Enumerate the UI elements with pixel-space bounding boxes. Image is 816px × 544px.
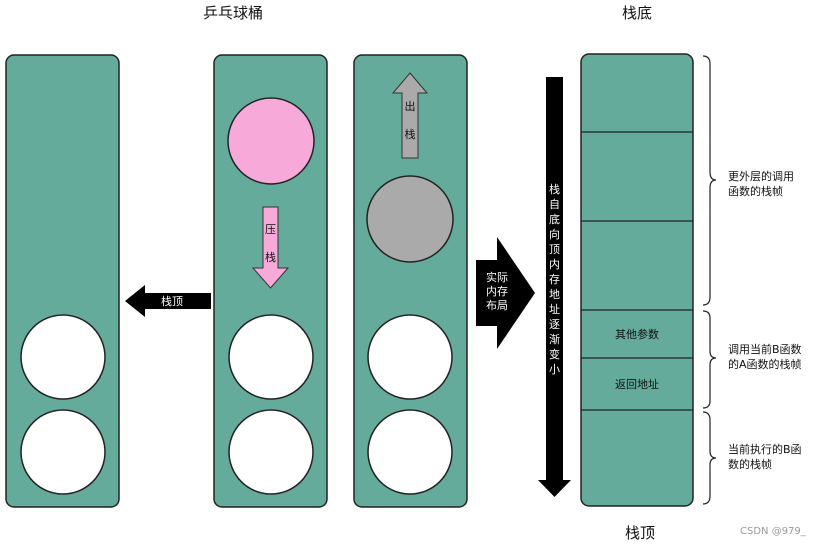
arrow-left-icon: [125, 285, 211, 317]
svg-text:栈: 栈: [549, 182, 560, 196]
memory-line-1: 实际: [486, 270, 508, 284]
ball-gray: [366, 175, 454, 263]
tube-pop: [353, 54, 468, 508]
ball-white: [20, 409, 106, 495]
ball-white: [367, 314, 453, 400]
arrow-right-icon: [476, 237, 535, 349]
memory-line-3: 布局: [486, 299, 508, 312]
brace-icon: [702, 55, 717, 505]
svg-text:自: 自: [549, 198, 560, 211]
svg-text:址: 址: [549, 302, 560, 316]
pop-char-1: 出: [405, 99, 416, 113]
svg-text:顶: 顶: [549, 243, 560, 256]
ball-white: [228, 314, 314, 400]
cell-return-address: 返回地址: [615, 377, 659, 391]
push-char-1: 压: [265, 223, 276, 236]
brace2-line-1: 调用当前B函数: [728, 342, 802, 356]
svg-text:地: 地: [549, 288, 560, 301]
tube-empty-top: [5, 54, 120, 508]
pop-char-2: 栈: [405, 127, 416, 141]
brace1-line-1: 更外层的调用: [728, 169, 794, 183]
memory-stack: [580, 53, 694, 507]
svg-text:底: 底: [549, 212, 560, 226]
svg-text:存: 存: [549, 272, 560, 286]
growth-label: 栈 自 底 向 顶 内 存 地 址 逐 渐 变 小: [549, 182, 560, 376]
ball-white: [367, 409, 453, 495]
svg-text:小: 小: [549, 363, 560, 376]
svg-text:渐: 渐: [549, 332, 560, 346]
watermark: CSDN @979_: [740, 526, 807, 537]
brace3-line-2: 数的栈帧: [728, 457, 772, 471]
svg-text:变: 变: [549, 347, 560, 361]
top-arrow-label: 栈顶: [161, 294, 183, 308]
brace1-line-2: 函数的栈帧: [728, 184, 783, 198]
arrow-down-long-icon: [538, 77, 571, 497]
memory-line-2: 内存: [486, 284, 508, 298]
right-title-bottom: 栈顶: [625, 524, 655, 542]
brace3-line-1: 当前执行的B函: [728, 442, 802, 456]
svg-text:逐: 逐: [549, 318, 560, 331]
ball-white: [20, 314, 106, 400]
arrow-up-icon: [391, 72, 429, 159]
left-title: 乒乓球桶: [203, 4, 263, 22]
arrow-down-icon: [251, 206, 290, 289]
push-char-2: 栈: [265, 250, 276, 264]
ball-pink: [227, 97, 315, 185]
brace2-line-2: 的A函数的栈帧: [728, 357, 802, 371]
svg-text:向: 向: [549, 227, 560, 241]
right-title-top: 栈底: [622, 4, 652, 22]
cell-other-params: 其他参数: [615, 327, 659, 341]
svg-text:内: 内: [549, 257, 560, 271]
ball-white: [228, 409, 314, 495]
